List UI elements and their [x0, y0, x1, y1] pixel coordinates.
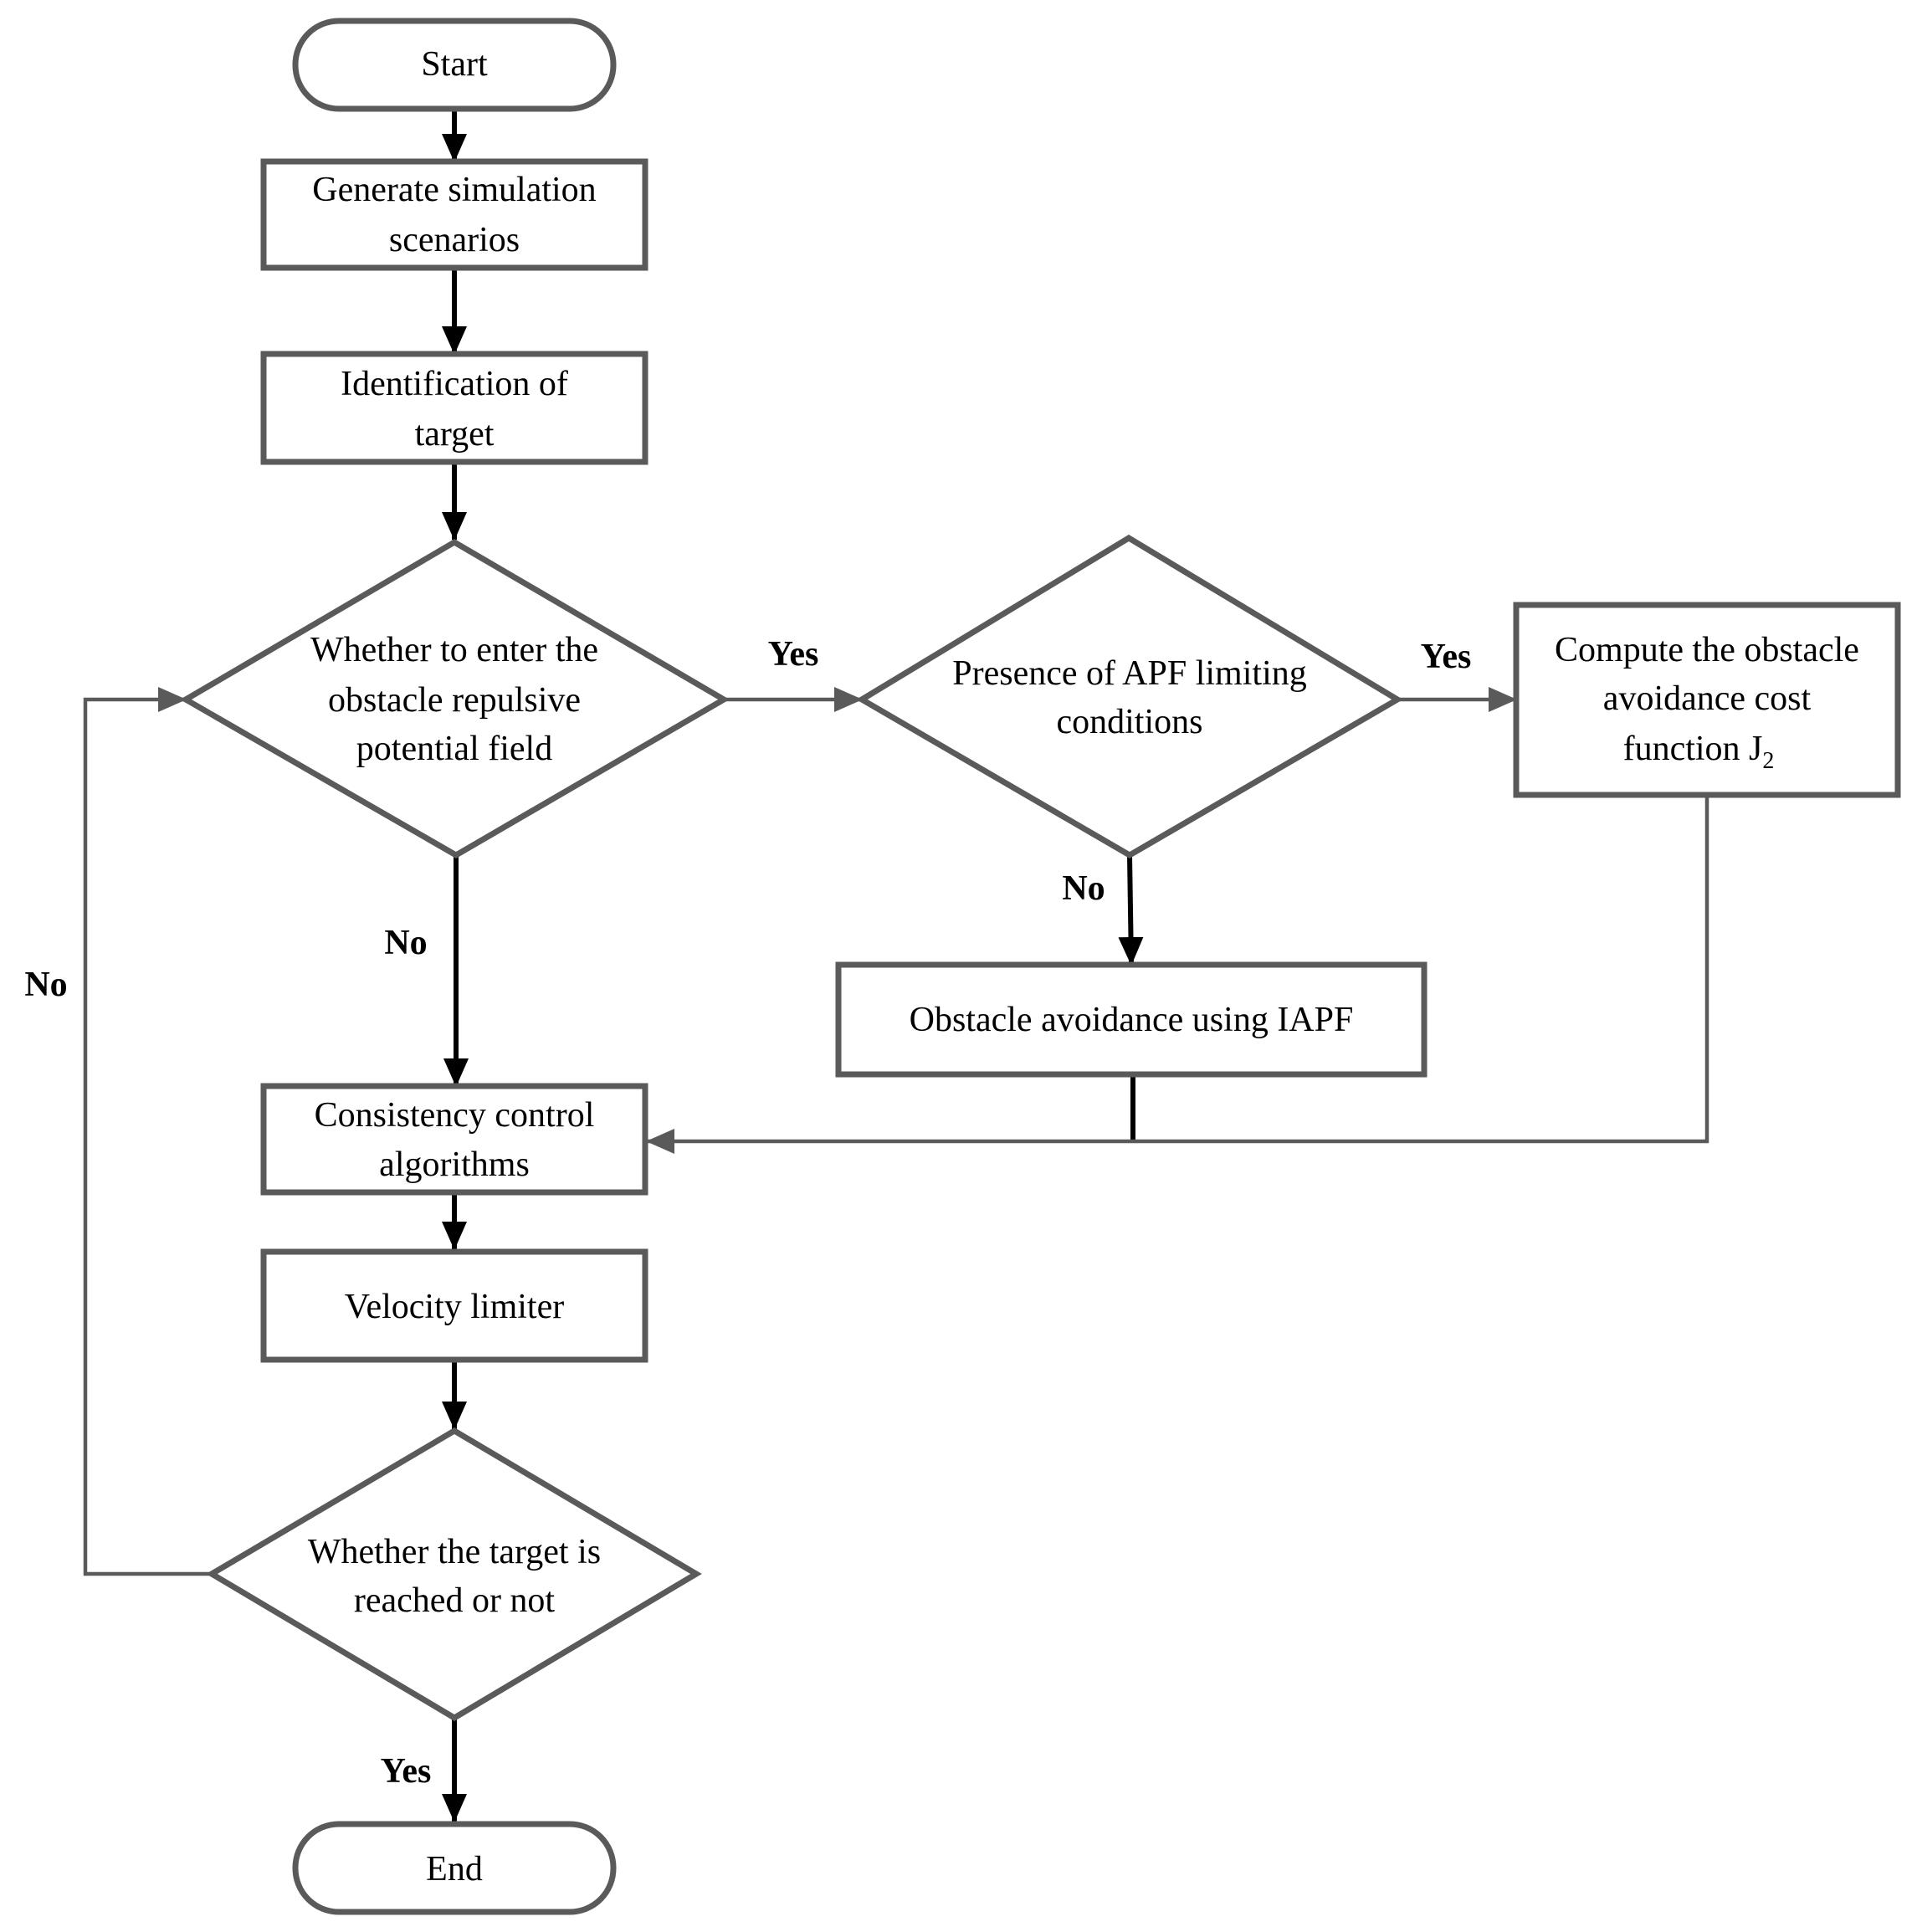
- label-yes-enter: Yes: [768, 635, 819, 674]
- label-yes-apf: Yes: [1421, 638, 1472, 676]
- label-no-loop: No: [24, 966, 67, 1004]
- node-consistency: Consistency control algorithms: [260, 1083, 648, 1196]
- decision-enter-line-2: obstacle repulsive: [328, 681, 581, 720]
- consistency-label-line-1: Consistency control: [315, 1096, 595, 1135]
- compute-label-main: function J: [1623, 730, 1763, 768]
- generate-label-line-1: Generate simulation: [312, 171, 596, 209]
- compute-label-line-3: function J2: [1623, 730, 1775, 774]
- line-loop-back-no: [83, 687, 212, 1576]
- node-end: End: [292, 1821, 617, 1915]
- decision-apf-line-2: conditions: [1057, 703, 1203, 741]
- label-no-enter: No: [384, 924, 427, 962]
- end-label: End: [426, 1850, 483, 1888]
- decision-apf-line-1: Presence of APF limiting: [952, 654, 1307, 693]
- compute-label-line-2: avoidance cost: [1603, 679, 1812, 718]
- velocity-label: Velocity limiter: [345, 1288, 564, 1326]
- node-compute: Compute the obstacle avoidance cost func…: [1513, 602, 1901, 798]
- consistency-label-line-2: algorithms: [379, 1145, 530, 1184]
- iapf-label: Obstacle avoidance using IAPF: [910, 1001, 1354, 1039]
- line-compute-to-consistency: [646, 795, 1709, 1154]
- connectors: [83, 109, 1709, 1822]
- label-no-apf: No: [1062, 869, 1105, 908]
- label-yes-end: Yes: [381, 1752, 432, 1791]
- node-iapf: Obstacle avoidance using IAPF: [835, 961, 1427, 1078]
- arrow-decision-apf-no: [1118, 854, 1144, 966]
- node-decision-enter: Whether to enter the obstacle repulsive …: [180, 538, 730, 859]
- generate-label-line-2: scenarios: [389, 221, 520, 259]
- compute-label-line-1: Compute the obstacle: [1555, 631, 1859, 669]
- decision-reached-line-1: Whether the target is: [308, 1533, 601, 1571]
- node-start: Start: [292, 18, 617, 112]
- identify-label-line-2: target: [415, 415, 495, 454]
- node-velocity: Velocity limiter: [260, 1248, 648, 1363]
- node-generate: Generate simulation scenarios: [260, 158, 648, 271]
- decision-enter-line-1: Whether to enter the: [310, 631, 598, 669]
- branch-labels: Yes Yes No No No Yes: [24, 635, 1471, 1791]
- node-decision-reached: Whether the target is reached or not: [206, 1427, 702, 1722]
- decision-enter-line-3: potential field: [356, 730, 552, 768]
- node-identify: Identification of target: [260, 351, 648, 465]
- decision-reached-line-2: reached or not: [354, 1581, 556, 1620]
- identify-label-line-1: Identification of: [341, 365, 568, 403]
- compute-label-subscript: 2: [1762, 748, 1774, 774]
- node-decision-apf: Presence of APF limiting conditions: [856, 534, 1403, 859]
- start-label: Start: [421, 45, 488, 84]
